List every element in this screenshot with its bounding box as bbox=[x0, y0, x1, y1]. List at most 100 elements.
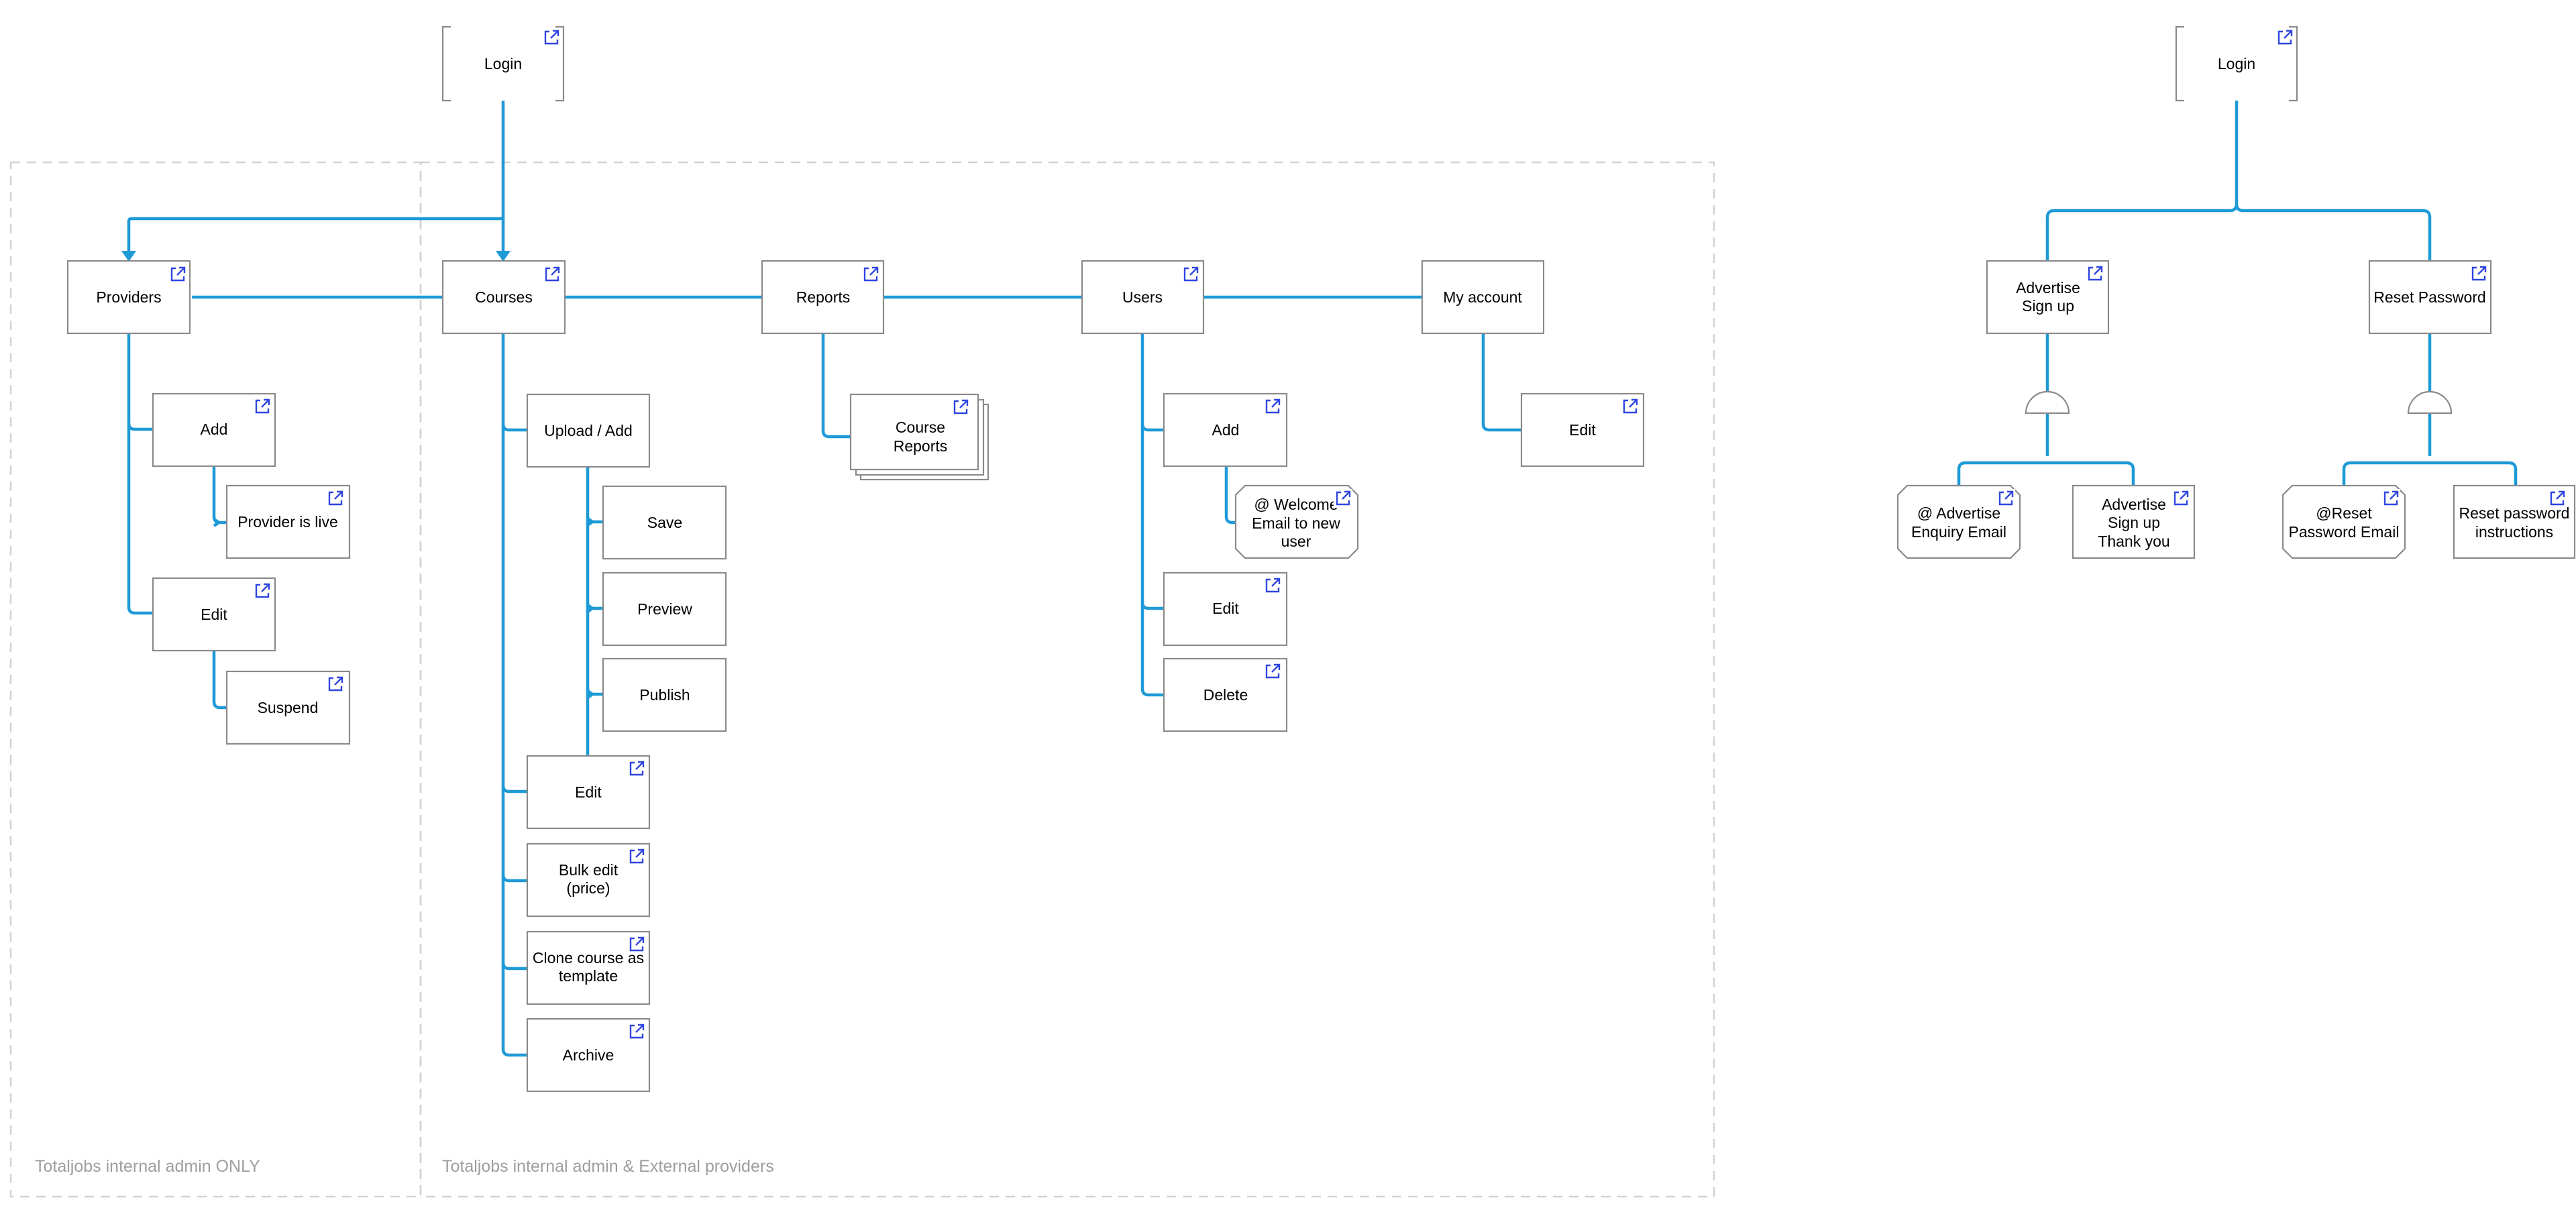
node-providers-suspend[interactable]: Suspend bbox=[225, 670, 351, 745]
node-preview[interactable]: Preview bbox=[602, 571, 727, 647]
node-my-account-edit[interactable]: Edit bbox=[1520, 392, 1645, 468]
external-link-icon[interactable] bbox=[167, 264, 189, 285]
node-login-admin[interactable]: Login bbox=[441, 25, 565, 102]
node-advertise-signup-thanks[interactable]: Advertise Sign up Thank you bbox=[2072, 484, 2196, 559]
node-welcome-email-line2: Email to new bbox=[1252, 514, 1340, 532]
external-link-icon[interactable] bbox=[252, 580, 273, 602]
node-reset-password-instructions[interactable]: Reset password instructions bbox=[2453, 484, 2576, 559]
external-link-icon[interactable] bbox=[1619, 396, 1641, 417]
external-link-icon[interactable] bbox=[2084, 263, 2106, 284]
admin-connectors bbox=[127, 101, 1522, 1057]
node-my-account-label: My account bbox=[1443, 288, 1522, 306]
node-my-account-edit-label: Edit bbox=[1569, 421, 1596, 439]
node-course-reports[interactable]: Course Reports bbox=[849, 393, 989, 481]
external-link-icon[interactable] bbox=[2380, 488, 2402, 509]
node-reset-password-label: Reset Password bbox=[2373, 288, 2485, 306]
arrowhead-providers bbox=[121, 251, 136, 262]
node-provider-is-live-label: Provider is live bbox=[237, 513, 338, 531]
node-providers-label: Providers bbox=[96, 288, 161, 306]
external-link-icon[interactable] bbox=[626, 846, 647, 867]
node-users[interactable]: Users bbox=[1081, 260, 1205, 335]
node-clone-course[interactable]: Clone course as template bbox=[526, 930, 651, 1005]
node-upload-add-label: Upload / Add bbox=[544, 422, 633, 439]
node-courses-label: Courses bbox=[475, 288, 533, 306]
node-login-public[interactable]: Login bbox=[2175, 25, 2298, 102]
node-users-edit-label: Edit bbox=[1212, 600, 1239, 617]
node-users-delete[interactable]: Delete bbox=[1163, 657, 1288, 732]
node-advertise-enquiry-email-line2: Enquiry Email bbox=[1911, 523, 2006, 541]
external-link-icon[interactable] bbox=[2274, 27, 2296, 48]
node-providers-suspend-label: Suspend bbox=[258, 699, 319, 716]
node-save-label: Save bbox=[647, 514, 682, 531]
node-archive-label: Archive bbox=[563, 1046, 614, 1064]
node-welcome-email-line1: @ Welcome bbox=[1254, 496, 1338, 513]
external-link-icon[interactable] bbox=[1262, 575, 1283, 596]
node-providers-edit-label: Edit bbox=[201, 606, 227, 623]
external-link-icon[interactable] bbox=[1332, 488, 1354, 509]
node-reset-password-instructions-line2: instructions bbox=[2475, 523, 2553, 541]
node-advertise-signup[interactable]: Advertise Sign up bbox=[1986, 260, 2110, 335]
node-courses-edit[interactable]: Edit bbox=[526, 755, 651, 830]
node-users-add-label: Add bbox=[1212, 421, 1240, 439]
node-users-edit[interactable]: Edit bbox=[1163, 571, 1288, 647]
node-provider-is-live[interactable]: Provider is live bbox=[225, 484, 351, 559]
node-welcome-email-line3: user bbox=[1281, 533, 1311, 550]
node-reports-label: Reports bbox=[796, 288, 851, 306]
external-link-icon[interactable] bbox=[626, 934, 647, 955]
node-bulk-edit[interactable]: Bulk edit (price) bbox=[526, 842, 651, 918]
node-advertise-signup-thanks-line3: Thank you bbox=[2098, 533, 2169, 550]
node-login-admin-label: Login bbox=[484, 55, 522, 72]
node-bulk-edit-line2: (price) bbox=[566, 879, 610, 897]
node-advertise-enquiry-email[interactable]: @ Advertise Enquiry Email bbox=[1896, 484, 2021, 559]
arrowhead-courses bbox=[496, 251, 511, 262]
zone-internal-only-label: Totaljobs internal admin ONLY bbox=[35, 1157, 260, 1176]
node-advertise-signup-line1: Advertise bbox=[2016, 279, 2080, 296]
external-link-icon[interactable] bbox=[325, 488, 346, 509]
node-preview-label: Preview bbox=[637, 600, 692, 618]
external-link-icon[interactable] bbox=[1262, 661, 1283, 682]
node-advertise-signup-line2: Sign up bbox=[2022, 297, 2074, 315]
node-providers[interactable]: Providers bbox=[66, 260, 191, 335]
external-link-icon[interactable] bbox=[626, 758, 647, 779]
node-users-add[interactable]: Add bbox=[1163, 392, 1288, 468]
node-providers-add-label: Add bbox=[201, 421, 228, 438]
external-link-icon[interactable] bbox=[2546, 488, 2568, 509]
node-bulk-edit-line1: Bulk edit bbox=[559, 861, 619, 879]
node-providers-add[interactable]: Add bbox=[152, 392, 276, 468]
node-welcome-email[interactable]: @ Welcome Email to new user bbox=[1234, 484, 1359, 559]
node-reset-password[interactable]: Reset Password bbox=[2368, 260, 2492, 335]
node-courses-edit-label: Edit bbox=[575, 783, 602, 801]
node-reset-password-email-line2: Password Email bbox=[2289, 523, 2400, 541]
external-link-icon[interactable] bbox=[325, 673, 346, 695]
node-my-account[interactable]: My account bbox=[1421, 260, 1545, 335]
node-courses[interactable]: Courses bbox=[441, 260, 566, 335]
node-publish-label: Publish bbox=[639, 686, 690, 704]
external-link-icon[interactable] bbox=[2170, 488, 2192, 509]
external-link-icon[interactable] bbox=[860, 264, 881, 285]
node-upload-add[interactable]: Upload / Add bbox=[526, 393, 651, 468]
gate-reset bbox=[2407, 390, 2453, 415]
external-link-icon[interactable] bbox=[252, 396, 273, 417]
external-link-icon[interactable] bbox=[541, 27, 562, 48]
node-publish[interactable]: Publish bbox=[602, 657, 727, 732]
node-archive[interactable]: Archive bbox=[526, 1018, 651, 1093]
node-save[interactable]: Save bbox=[602, 485, 727, 560]
external-link-icon[interactable] bbox=[1180, 264, 1201, 285]
external-link-icon[interactable] bbox=[950, 396, 971, 418]
node-reports[interactable]: Reports bbox=[761, 260, 885, 335]
node-clone-course-line1: Clone course as bbox=[533, 949, 644, 967]
external-link-icon[interactable] bbox=[541, 264, 563, 285]
node-course-reports-line1: Course bbox=[896, 419, 945, 436]
node-providers-edit[interactable]: Edit bbox=[152, 577, 276, 652]
external-link-icon[interactable] bbox=[626, 1021, 647, 1042]
node-advertise-signup-thanks-line2: Sign up bbox=[2108, 514, 2160, 531]
external-link-icon[interactable] bbox=[1995, 488, 2017, 509]
node-advertise-signup-thanks-line1: Advertise bbox=[2102, 496, 2166, 513]
node-reset-password-email-line1: @Reset bbox=[2316, 504, 2372, 522]
external-link-icon[interactable] bbox=[2468, 263, 2489, 284]
node-users-delete-label: Delete bbox=[1203, 686, 1248, 704]
external-link-icon[interactable] bbox=[1262, 396, 1283, 417]
node-reset-password-email[interactable]: @Reset Password Email bbox=[2282, 484, 2406, 559]
zone-internal-external-label: Totaljobs internal admin & External prov… bbox=[442, 1157, 774, 1176]
node-login-public-label: Login bbox=[2218, 55, 2255, 72]
